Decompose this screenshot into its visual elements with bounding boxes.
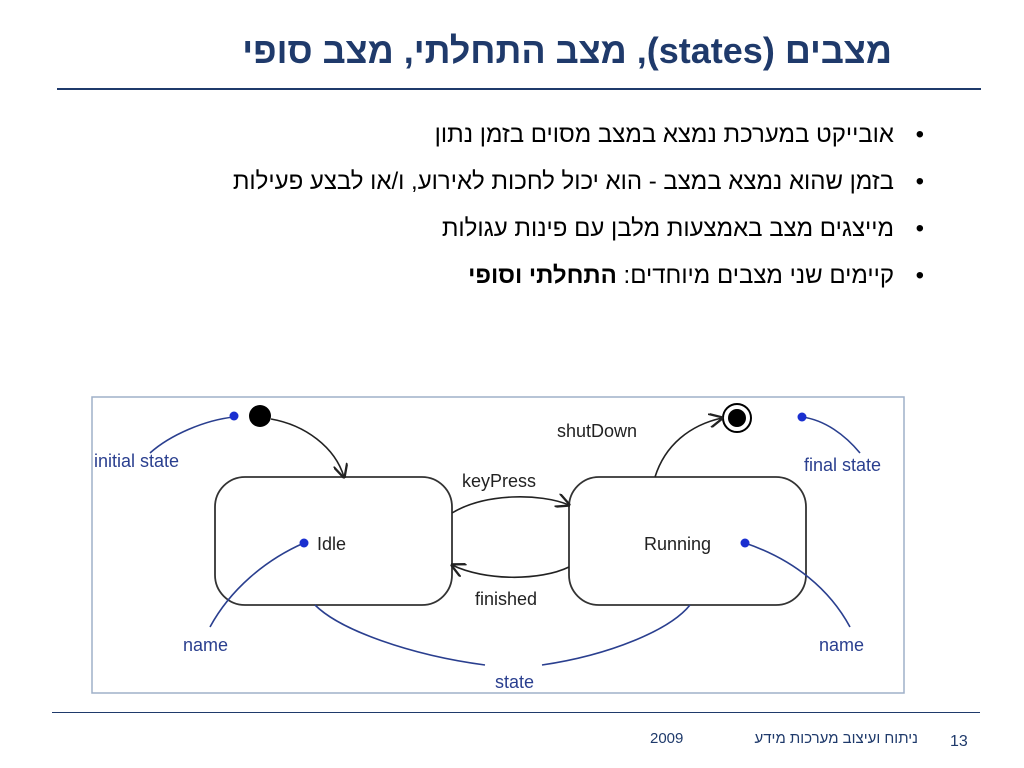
footer-course: ניתוח ועיצוב מערכות מידע: [754, 730, 918, 747]
anchor-dot: [229, 411, 239, 421]
slide-title: מצבים (states), מצב התחלתי, מצב סופי: [242, 30, 892, 71]
annotation-state: state: [495, 672, 534, 692]
annotation-initial-state: initial state: [94, 451, 179, 471]
transition-keypress: [451, 497, 569, 514]
title-divider: [57, 88, 981, 90]
bullet-text: מייצגים מצב באמצעות מלבן עם פינות עגולות: [441, 215, 894, 242]
footer-divider: [52, 712, 980, 713]
pointer-final-state: [801, 416, 861, 454]
pointer-initial-state: [149, 416, 235, 454]
final-node-inner: [728, 409, 746, 427]
bullet-bold-text: התחלתי וסופי: [468, 262, 617, 289]
pointer-state-left: [314, 604, 486, 666]
page-number: 13: [950, 733, 968, 750]
anchor-dot: [299, 538, 309, 548]
transition-shutdown: [654, 418, 722, 478]
bullet-marker: •: [915, 215, 924, 242]
state-running-label: Running: [644, 534, 711, 554]
bullet-item: • אובייקט במערכת נמצא במצב מסוים בזמן נתו…: [120, 118, 924, 152]
state-idle-label: Idle: [317, 534, 346, 554]
label-shutdown: shutDown: [557, 421, 637, 441]
bullet-marker: •: [915, 168, 924, 195]
initial-transition: [270, 418, 344, 477]
label-finished: finished: [475, 589, 537, 609]
label-keypress: keyPress: [462, 471, 536, 491]
initial-node: [249, 405, 271, 427]
anchor-dot: [740, 538, 750, 548]
bullet-item: • קיימים שני מצבים מיוחדים: התחלתי וסופי: [120, 259, 924, 293]
pointer-name-left: [209, 542, 305, 628]
state-running: [568, 476, 807, 606]
bullet-text: אובייקט במערכת נמצא במצב מסוים בזמן נתון: [434, 121, 894, 148]
bullet-text: קיימים שני מצבים מיוחדים:: [616, 262, 894, 289]
pointer-name-right: [744, 542, 851, 628]
bullet-marker: •: [915, 121, 924, 148]
bullet-text: בזמן שהוא נמצא במצב - הוא יכול לחכות לאי…: [232, 168, 894, 195]
transition-finished: [452, 565, 570, 579]
annotation-name-left: name: [183, 635, 228, 655]
annotation-name-right: name: [819, 635, 864, 655]
state-diagram: Idle Running keyPress finished shutDown …: [91, 396, 905, 694]
bullet-list: • אובייקט במערכת נמצא במצב מסוים בזמן נתו…: [120, 118, 924, 306]
annotation-final-state: final state: [804, 455, 881, 475]
bullet-marker: •: [915, 262, 924, 289]
bullet-item: • מייצגים מצב באמצעות מלבן עם פינות עגולו…: [120, 212, 924, 246]
pointer-state-right: [541, 604, 691, 666]
anchor-dot: [797, 412, 807, 422]
footer-year: 2009: [650, 730, 684, 747]
bullet-item: • בזמן שהוא נמצא במצב - הוא יכול לחכות לא…: [120, 165, 924, 199]
